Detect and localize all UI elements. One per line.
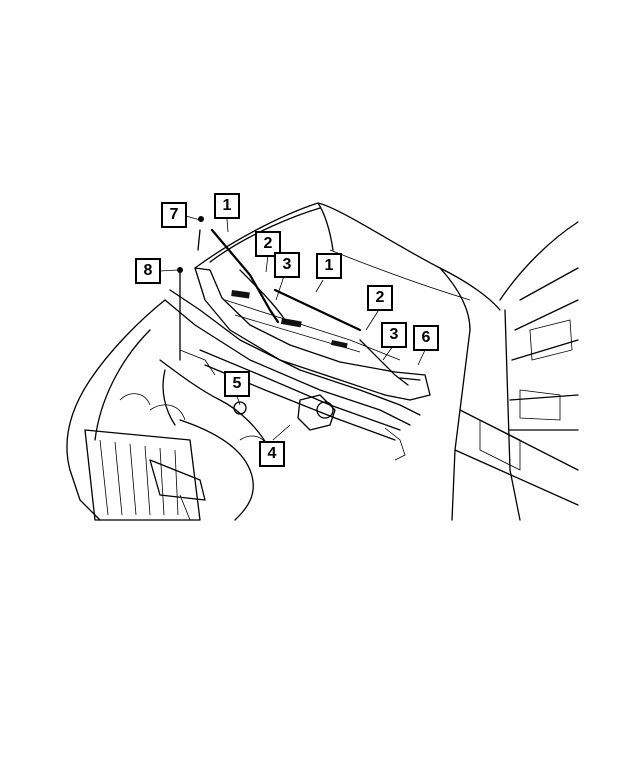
washer-hoses — [162, 229, 216, 426]
engine-bay — [66, 299, 271, 521]
callout-3-upper: 3 — [274, 252, 300, 278]
callout-6: 6 — [413, 325, 439, 351]
radiator — [84, 429, 206, 521]
callout-3-lower: 3 — [381, 322, 407, 348]
callout-1-upper: 1 — [214, 193, 240, 219]
wiper-arms — [210, 228, 421, 386]
fastener-8 — [177, 267, 183, 273]
cab-frame — [451, 221, 579, 521]
callout-2-lower: 2 — [367, 285, 393, 311]
wiper-module — [199, 349, 406, 461]
fastener-7 — [198, 216, 204, 222]
callout-1-lower: 1 — [316, 253, 342, 279]
callout-4: 4 — [259, 441, 285, 467]
cowl-panel — [164, 267, 431, 426]
callout-7: 7 — [161, 202, 187, 228]
leader-lines — [159, 215, 426, 441]
hood-outline — [194, 202, 501, 331]
callout-8: 8 — [135, 258, 161, 284]
callout-5: 5 — [224, 371, 250, 397]
